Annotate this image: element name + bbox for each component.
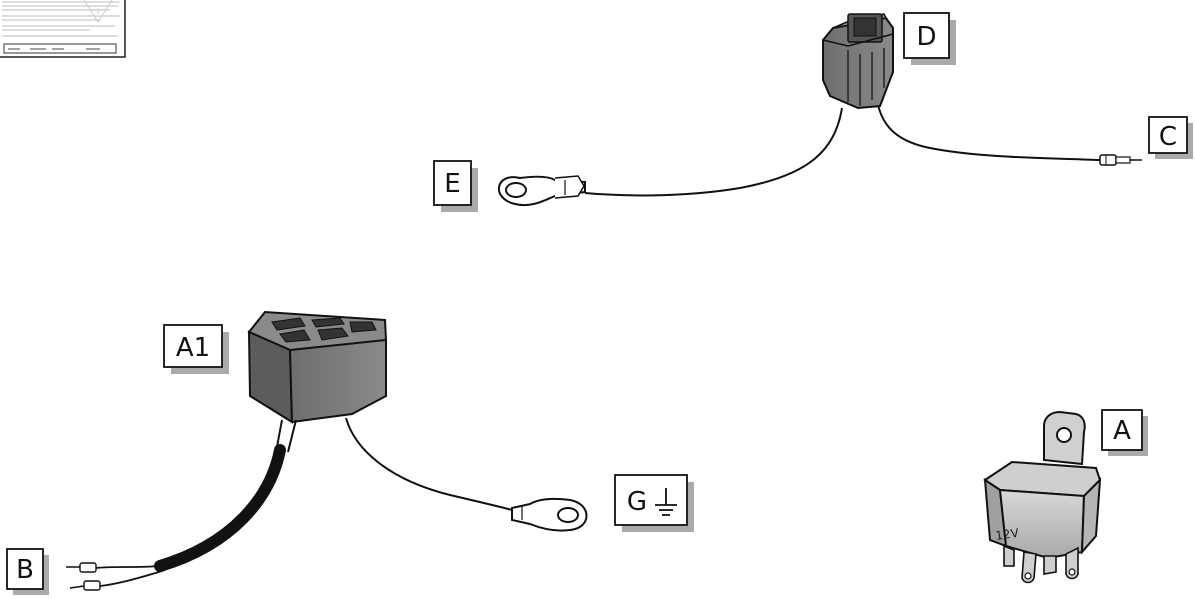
wire-fuse-to-pin (875, 95, 1101, 161)
pin-terminal-c (1099, 154, 1142, 166)
relay: 12V (983, 410, 1102, 584)
pin-terminals-b (66, 562, 101, 591)
relay-marking: 12V (994, 526, 1020, 543)
svg-text:G: G (627, 487, 647, 517)
svg-text:A: A (1113, 416, 1131, 446)
svg-text:B: B (16, 555, 34, 585)
wire-a1-to-ground (345, 417, 521, 513)
instruction-sheet-thumbnail (0, 0, 126, 58)
label-b: B (6, 548, 49, 595)
fuse-holder (822, 13, 894, 110)
label-g-ground: G (614, 474, 694, 532)
label-a: A (1101, 409, 1148, 456)
svg-text:D: D (916, 22, 936, 52)
ring-terminal-e (497, 175, 586, 206)
svg-text:E: E (444, 169, 460, 199)
ring-terminal-g (511, 497, 588, 532)
wire-sleeve (154, 444, 286, 572)
svg-text:C: C (1159, 122, 1177, 152)
label-c: C (1148, 116, 1193, 159)
svg-text:A1: A1 (176, 333, 210, 363)
label-a1: A1 (163, 324, 229, 374)
ground-symbol-icon (655, 488, 677, 516)
wire-fuse-to-ring (584, 107, 843, 197)
label-d: D (903, 12, 956, 65)
label-e: E (433, 160, 478, 212)
relay-socket-box (247, 310, 388, 424)
